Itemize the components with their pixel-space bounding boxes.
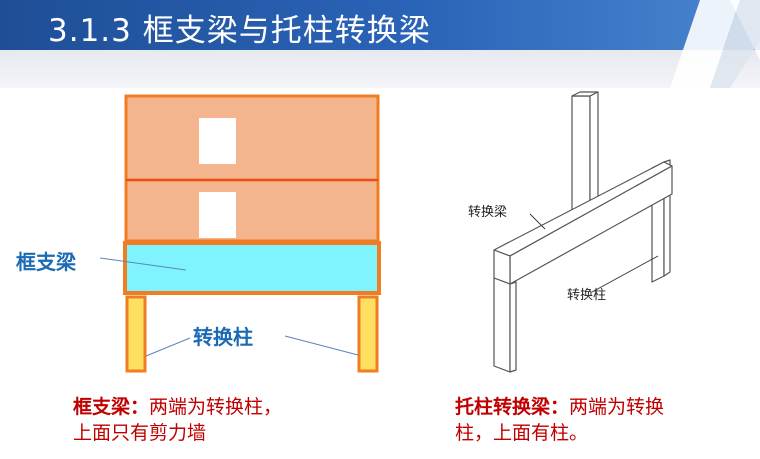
transfer-beam-label: 转换梁 xyxy=(468,205,508,220)
beam-leader-line xyxy=(99,257,187,271)
left-frame-diagram xyxy=(99,94,381,373)
right-caption-desc-2: 柱，上面有柱。 xyxy=(455,422,589,444)
window-upper xyxy=(199,118,236,164)
transfer-column-left xyxy=(125,295,147,373)
right-caption-desc-1: 两端为转换 xyxy=(569,396,665,418)
shear-wall-upper xyxy=(124,94,380,182)
right-caption: 托柱转换梁：两端为转换 柱，上面有柱。 xyxy=(455,394,664,446)
left-caption-desc-1: 两端为转换柱， xyxy=(149,396,283,418)
transfer-column-right xyxy=(357,295,379,373)
shear-wall-lower xyxy=(124,178,380,243)
corner-decoration xyxy=(670,0,760,88)
window-lower xyxy=(199,192,236,238)
left-caption-term: 框支梁： xyxy=(73,396,150,418)
transfer-column-label-right: 转换柱 xyxy=(567,288,607,303)
left-caption: 框支梁：两端为转换柱， 上面只有剪力墙 xyxy=(73,394,282,446)
transfer-column-label-left: 转换柱 xyxy=(193,325,253,349)
beam-leader xyxy=(529,213,546,230)
right-caption-term: 托柱转换梁： xyxy=(455,396,570,418)
column-leader-left xyxy=(145,337,191,357)
upper-column-side xyxy=(589,91,599,213)
left-caption-desc-2: 上面只有剪力墙 xyxy=(73,422,207,444)
right-transfer-diagram xyxy=(493,91,673,373)
front-column-side xyxy=(509,281,517,373)
frame-beam-label: 框支梁 xyxy=(16,250,76,274)
column-leader-right xyxy=(284,335,359,356)
column-leader xyxy=(591,255,659,293)
header-band xyxy=(0,50,760,88)
frame-support-beam xyxy=(123,241,381,295)
title-bar: 3.1.3 框支梁与托柱转换梁 xyxy=(0,0,760,50)
front-column-front xyxy=(493,277,511,373)
page-title: 3.1.3 框支梁与托柱转换梁 xyxy=(48,13,431,49)
